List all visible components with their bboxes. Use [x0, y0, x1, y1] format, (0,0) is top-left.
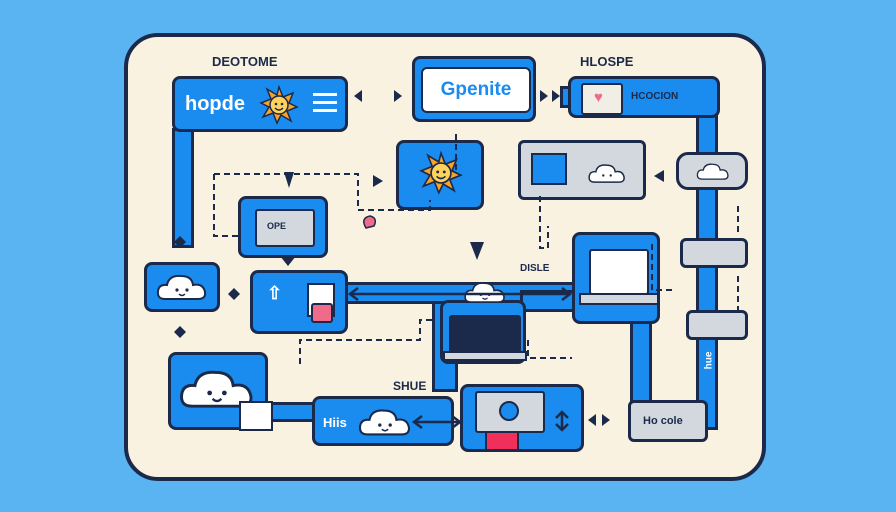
laptop-icon — [589, 249, 649, 295]
sun-icon — [419, 151, 463, 195]
node-device-top[interactable] — [518, 140, 646, 200]
heart-icon — [363, 215, 377, 229]
cloud-icon — [588, 164, 625, 183]
cloud-icon — [156, 274, 207, 300]
heart-icon: ♥ — [594, 89, 603, 106]
node-hocole-label: Ho cole — [643, 415, 683, 427]
cloud-icon — [180, 370, 253, 408]
node-hocole[interactable]: Ho cole — [628, 400, 708, 442]
node-cloud-device[interactable] — [676, 152, 748, 190]
node-gpenite[interactable]: Gpenite — [412, 56, 536, 122]
node-hopde-label: hopde — [185, 93, 245, 115]
folder-icon — [485, 431, 519, 451]
node-cloud-left[interactable] — [144, 262, 220, 312]
node-hiis-label: Hiis — [323, 415, 347, 430]
cloud-icon — [696, 163, 729, 180]
folder-icon — [311, 303, 333, 323]
upload-icon: ⇧ — [267, 283, 283, 303]
laptop-icon — [449, 315, 521, 355]
node-gpenite-label: Gpenite — [421, 67, 531, 113]
node-ope-label: OPE — [267, 221, 287, 231]
node-laptop-right[interactable] — [572, 232, 660, 324]
node-cloud-bottom-left[interactable] — [168, 352, 273, 431]
document-icon — [239, 401, 273, 431]
node-laptop-center[interactable] — [440, 282, 527, 364]
node-hcocion-label: HCOCION — [631, 91, 679, 102]
sun-icon — [259, 85, 299, 125]
laptop-base — [443, 351, 527, 361]
node-hopde[interactable]: hopde — [172, 76, 348, 132]
label-middle: SHUE — [393, 379, 427, 393]
label-disle: DISLE — [520, 263, 550, 274]
node-sun-center[interactable] — [396, 140, 484, 210]
node-ope-card — [255, 209, 315, 247]
monitor-icon — [531, 153, 567, 185]
laptop-base — [579, 293, 659, 305]
node-hcocion[interactable]: ♥ HCOCION — [568, 76, 720, 118]
server-icon[interactable] — [680, 238, 748, 268]
menu-lines-icon — [313, 93, 337, 115]
cloud-icon — [464, 282, 505, 303]
heart-card-icon: ♥ — [581, 83, 623, 115]
node-document[interactable]: ⇧ — [250, 270, 348, 334]
label-top-right: HLOSPE — [580, 54, 634, 69]
label-top-left: DEOTOME — [212, 54, 278, 69]
server-icon[interactable] — [686, 310, 748, 340]
monitor-logo — [499, 401, 519, 421]
node-monitor-bottom[interactable] — [460, 384, 584, 452]
cloud-icon — [358, 409, 411, 436]
